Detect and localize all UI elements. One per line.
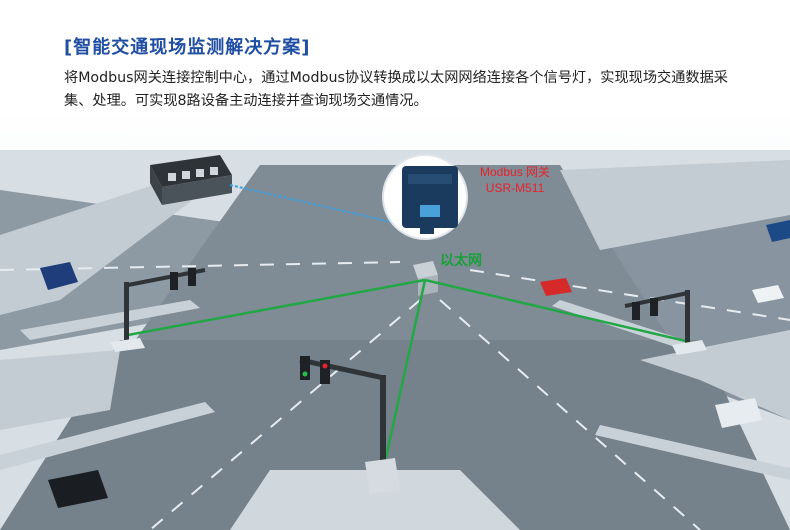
corner-bottom-left xyxy=(0,350,120,430)
car-black xyxy=(48,470,108,508)
page-description: 将Modbus网关连接控制中心，通过Modbus协议转换成以太网网络连接各个信号… xyxy=(64,70,728,109)
car-blue-van xyxy=(40,262,78,290)
control-center xyxy=(150,155,232,205)
gateway-model: USR-M511 xyxy=(485,181,545,195)
traffic-light-right xyxy=(624,290,707,355)
corner-bottom xyxy=(230,470,520,530)
traffic-light-left xyxy=(110,268,206,352)
median-front-left xyxy=(0,402,215,470)
car-red xyxy=(540,278,572,296)
control-center-link xyxy=(229,184,419,229)
lane-markings xyxy=(0,261,790,530)
gateway-name: Modbus 网关 xyxy=(480,165,551,179)
corner-right xyxy=(560,160,790,250)
car-white-right xyxy=(752,285,784,303)
car-white-front xyxy=(715,398,762,428)
car-blue-right xyxy=(766,220,790,242)
road-cross-near xyxy=(0,340,790,530)
gateway-device xyxy=(382,154,468,240)
gateway-label: Modbus 网关 USR-M511 xyxy=(480,164,550,196)
ethernet-label: 以太网 xyxy=(440,253,482,269)
median-front-right xyxy=(595,425,790,480)
page-title: [智能交通现场监测解决方案] xyxy=(64,37,311,58)
traffic-light-front xyxy=(299,356,400,494)
ethernet-lines xyxy=(127,278,691,463)
median-left xyxy=(20,300,200,340)
